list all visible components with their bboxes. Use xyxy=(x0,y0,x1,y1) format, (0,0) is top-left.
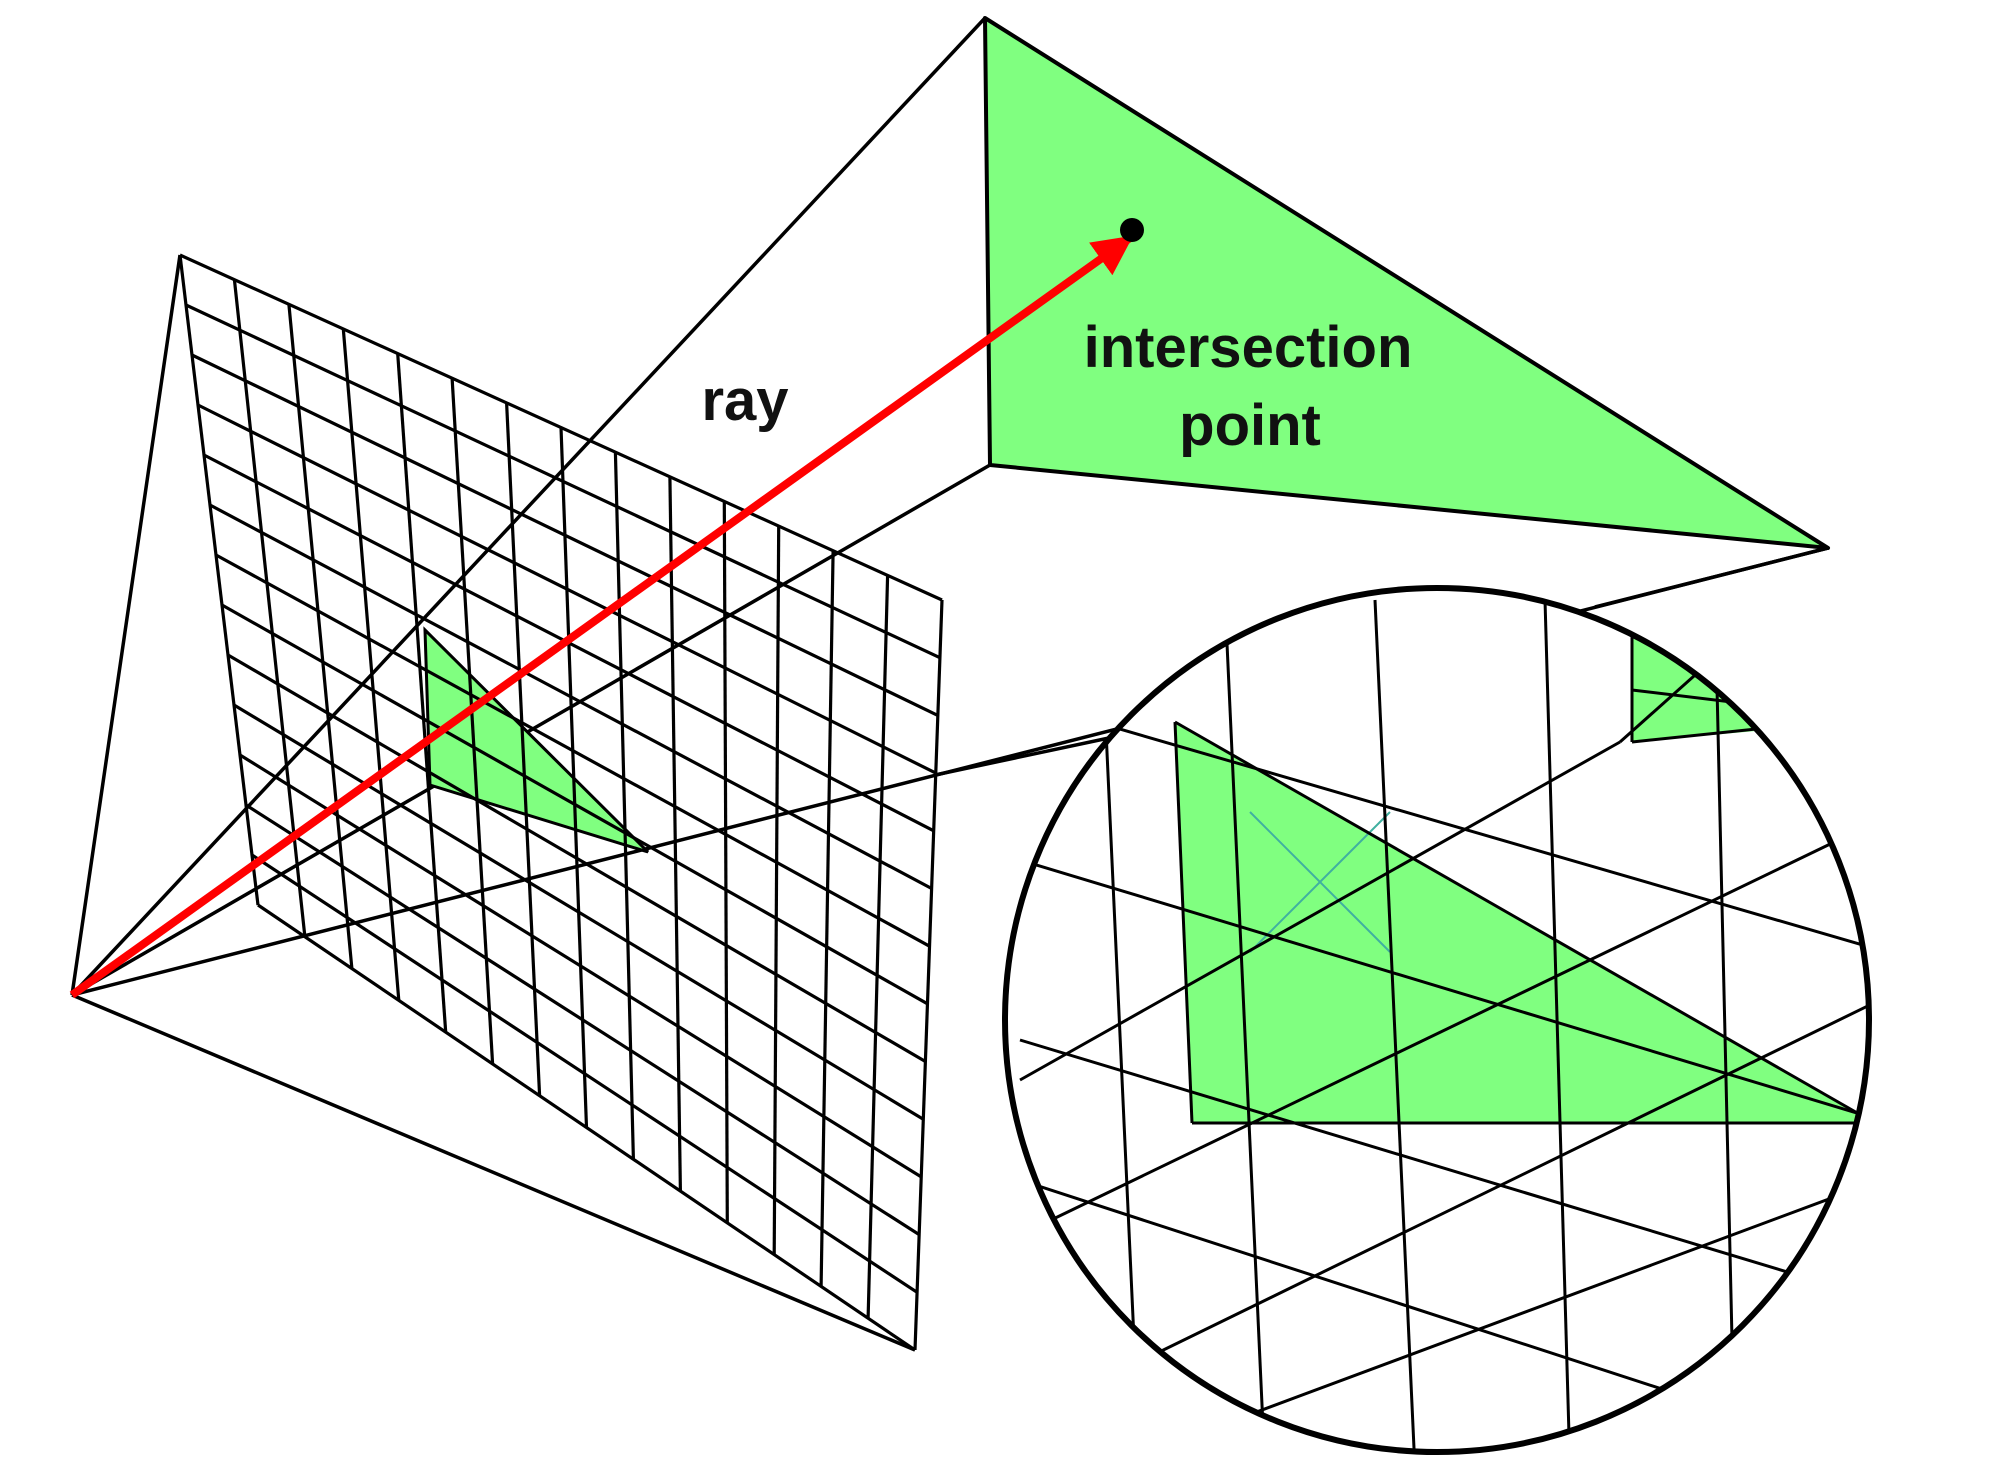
grid-column-line xyxy=(341,328,401,1001)
grid-row-line xyxy=(245,803,921,1236)
grid-row-line xyxy=(179,253,943,602)
grid-row-line xyxy=(257,903,916,1352)
grid-column-line xyxy=(232,279,307,937)
grid-column-line xyxy=(866,575,890,1319)
zoom-grid-line xyxy=(1019,858,1869,1122)
grid-row-line xyxy=(251,853,918,1294)
image-plane-grid xyxy=(178,253,944,1352)
zoom-grid-line xyxy=(1223,599,1267,1452)
grid-column-line xyxy=(819,550,835,1287)
intersection-label-line1: intersection xyxy=(1084,315,1413,380)
zoom-pixel-diagonals xyxy=(1249,811,1391,953)
ray-arrow xyxy=(69,234,1134,999)
grid-row-line xyxy=(197,403,937,775)
grid-row-line xyxy=(185,303,941,660)
zoom-grid-line xyxy=(1019,698,1869,952)
ray-label: ray xyxy=(701,368,788,433)
frustum-line-upper xyxy=(70,16,987,997)
zoom-connector-lower xyxy=(934,733,1124,777)
zoom-connector-upper xyxy=(1594,546,1829,609)
grid-row-line xyxy=(233,703,925,1121)
grid-column-line xyxy=(668,476,682,1192)
intersection-label-line2: point xyxy=(1179,393,1321,458)
grid-row-line xyxy=(227,653,927,1063)
zoom-grid-line xyxy=(1543,599,1572,1452)
grid-column-line xyxy=(505,402,542,1096)
grid-column-line xyxy=(913,599,944,1351)
zoom-grid-line xyxy=(1713,599,1737,1452)
grid-row-line xyxy=(221,603,929,1006)
grid-column-line xyxy=(559,427,589,1128)
zoom-circle-border xyxy=(1002,585,1872,1455)
zoom-connector-lines xyxy=(934,546,1829,777)
grid-column-line xyxy=(450,378,495,1064)
scene-triangle xyxy=(983,16,1830,550)
zoom-grid-line xyxy=(1019,740,1621,1082)
grid-row-line xyxy=(215,553,931,948)
grid-column-line xyxy=(772,526,781,1255)
grid-column-line xyxy=(613,452,635,1160)
zoom-grid-lines xyxy=(1019,588,1869,1452)
grid-row-line xyxy=(191,353,939,717)
zoom-grid-line xyxy=(1619,588,1869,744)
intersection-point-dot xyxy=(1120,218,1144,242)
grid-column-line xyxy=(178,254,260,906)
zoom-grid-line xyxy=(1373,599,1417,1452)
grid-row-line xyxy=(209,503,933,890)
zoom-grid-line xyxy=(1174,720,1869,1128)
projected-triangle xyxy=(423,626,650,854)
zoom-grid-line xyxy=(1019,818,1869,1237)
zoom-grid-line xyxy=(1019,998,1869,1422)
zoom-grid-line xyxy=(1019,1038,1869,1302)
frustum-edge-bottom-right xyxy=(71,993,916,1352)
grid-row-line xyxy=(239,753,923,1179)
frustum-edge-top-left xyxy=(70,254,182,996)
zoom-detail xyxy=(1005,588,1869,1452)
grid-column-line xyxy=(287,304,354,969)
grid-column-line xyxy=(396,353,448,1033)
grid-column-line xyxy=(722,501,729,1223)
zoom-grid-line xyxy=(1173,721,1194,1124)
